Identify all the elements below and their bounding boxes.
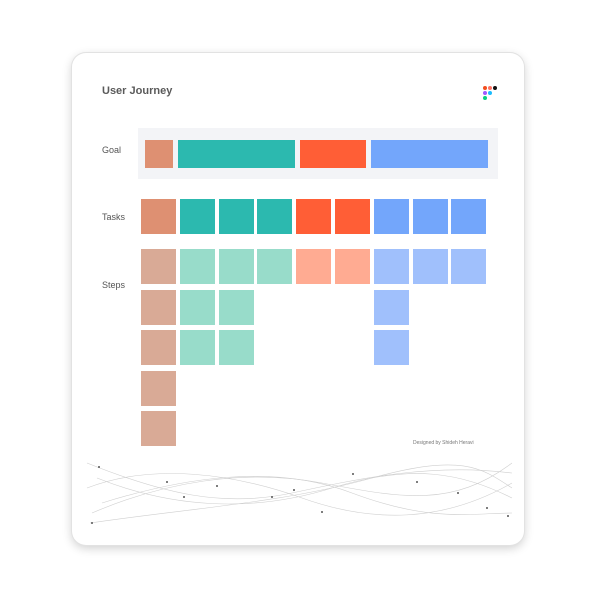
- card-title: User Journey: [102, 85, 173, 97]
- figma-dots-icon: [483, 86, 497, 100]
- step-block: [141, 330, 176, 365]
- step-block: [141, 411, 176, 446]
- step-block: [180, 330, 215, 365]
- step-block: [374, 330, 409, 365]
- step-block: [451, 249, 486, 284]
- step-block: [413, 249, 448, 284]
- task-block: [413, 199, 448, 234]
- task-block: [257, 199, 292, 234]
- task-block: [141, 199, 176, 234]
- task-block: [451, 199, 486, 234]
- goal-bar: [371, 140, 488, 168]
- goal-bar: [178, 140, 295, 168]
- step-block: [296, 249, 331, 284]
- step-block: [374, 249, 409, 284]
- step-block: [180, 290, 215, 325]
- step-block: [141, 290, 176, 325]
- decorative-waves: [86, 462, 513, 524]
- step-block: [257, 249, 292, 284]
- user-journey-card: User Journey Goal Tasks Steps Designed b…: [72, 53, 524, 545]
- step-block: [374, 290, 409, 325]
- step-block: [219, 290, 254, 325]
- designer-credit: Designed by Shideh Heravi: [413, 440, 474, 446]
- step-block: [180, 249, 215, 284]
- task-block: [335, 199, 370, 234]
- task-block: [180, 199, 215, 234]
- task-block: [296, 199, 331, 234]
- goal-bar: [300, 140, 366, 168]
- goal-panel: [138, 128, 498, 179]
- step-block: [219, 249, 254, 284]
- step-block: [335, 249, 370, 284]
- step-block: [141, 371, 176, 406]
- tasks-label: Tasks: [102, 212, 126, 222]
- task-block: [219, 199, 254, 234]
- step-block: [141, 249, 176, 284]
- goal-label: Goal: [102, 145, 122, 155]
- task-block: [374, 199, 409, 234]
- step-block: [219, 330, 254, 365]
- steps-label: Steps: [102, 280, 126, 290]
- goal-bar: [145, 140, 173, 168]
